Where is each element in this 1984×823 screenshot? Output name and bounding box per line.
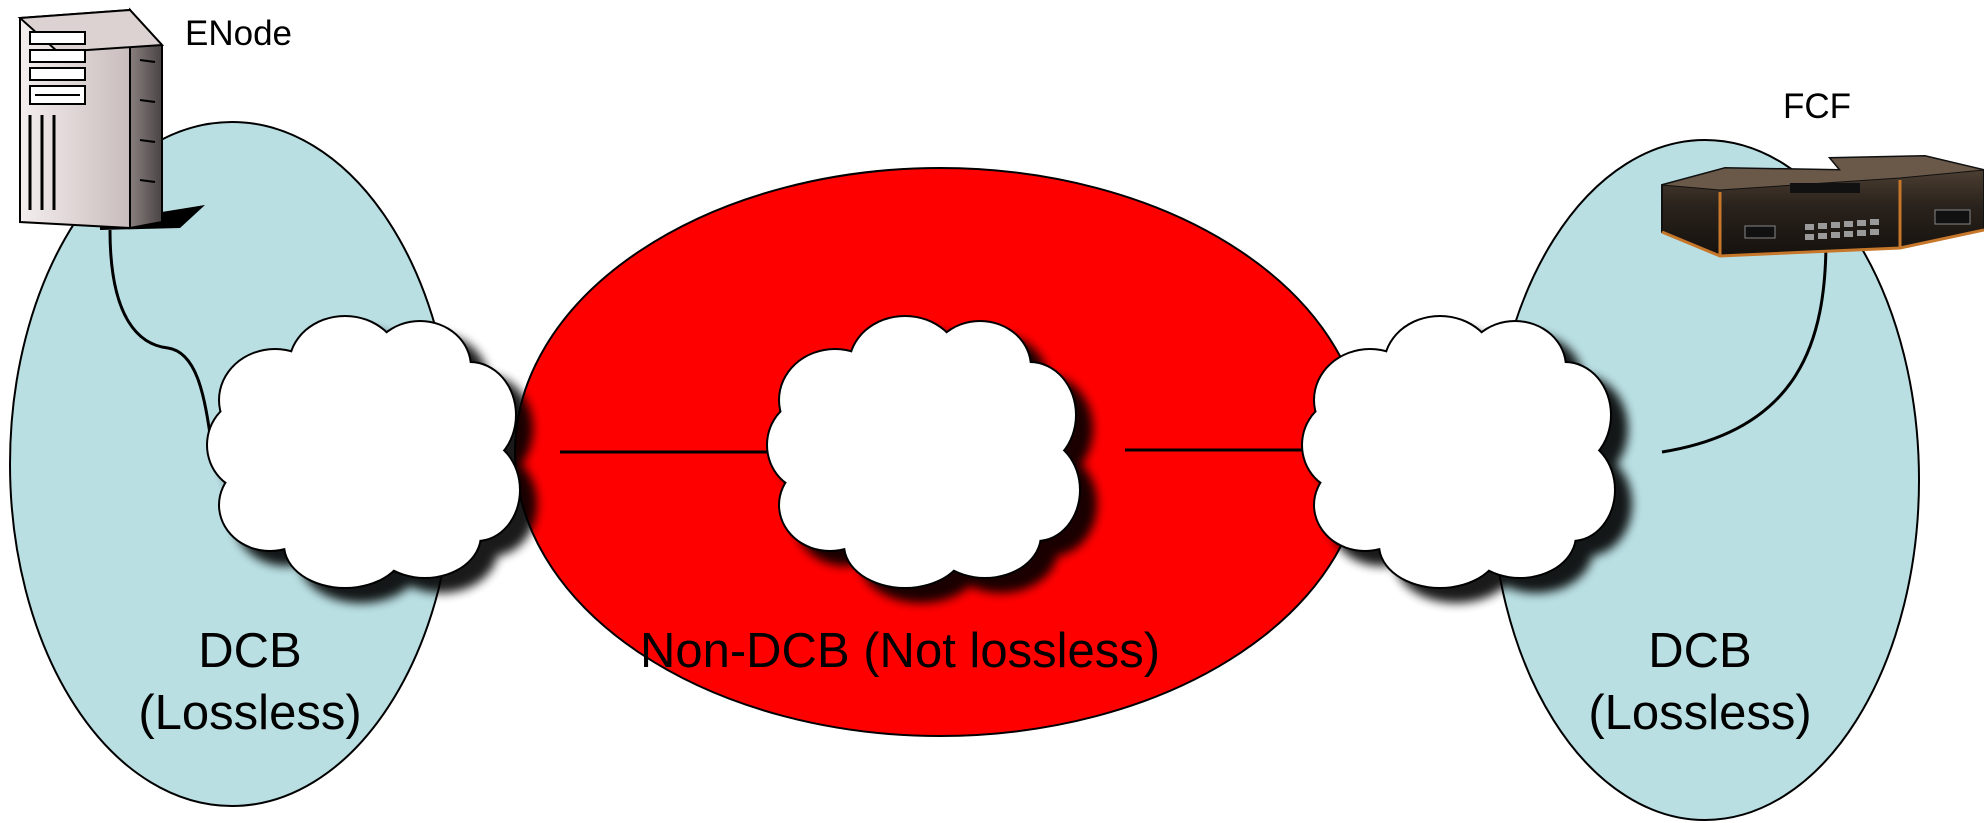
network-switch-icon xyxy=(1661,154,1984,258)
enode-label: ENode xyxy=(185,14,293,53)
middle-zone-label: Non-DCB (Not lossless) xyxy=(639,624,1161,678)
fcf-cable xyxy=(1661,239,1828,454)
cloud-middle xyxy=(766,315,1081,589)
cloud-right xyxy=(1301,315,1616,589)
left-zone-label-line1: DCB xyxy=(198,624,302,678)
left-zone-label-line2: (Lossless) xyxy=(138,686,362,740)
enode-cable xyxy=(108,229,214,451)
fcf-label: FCF xyxy=(1783,87,1852,126)
server-tower-icon xyxy=(17,7,205,230)
cloud-left xyxy=(206,315,521,589)
left-zone-label: DCB (Lossless) xyxy=(120,620,380,744)
right-zone-label: DCB (Lossless) xyxy=(1570,620,1830,744)
right-zone-label-line2: (Lossless) xyxy=(1588,686,1812,740)
right-zone-label-line1: DCB xyxy=(1648,624,1752,678)
